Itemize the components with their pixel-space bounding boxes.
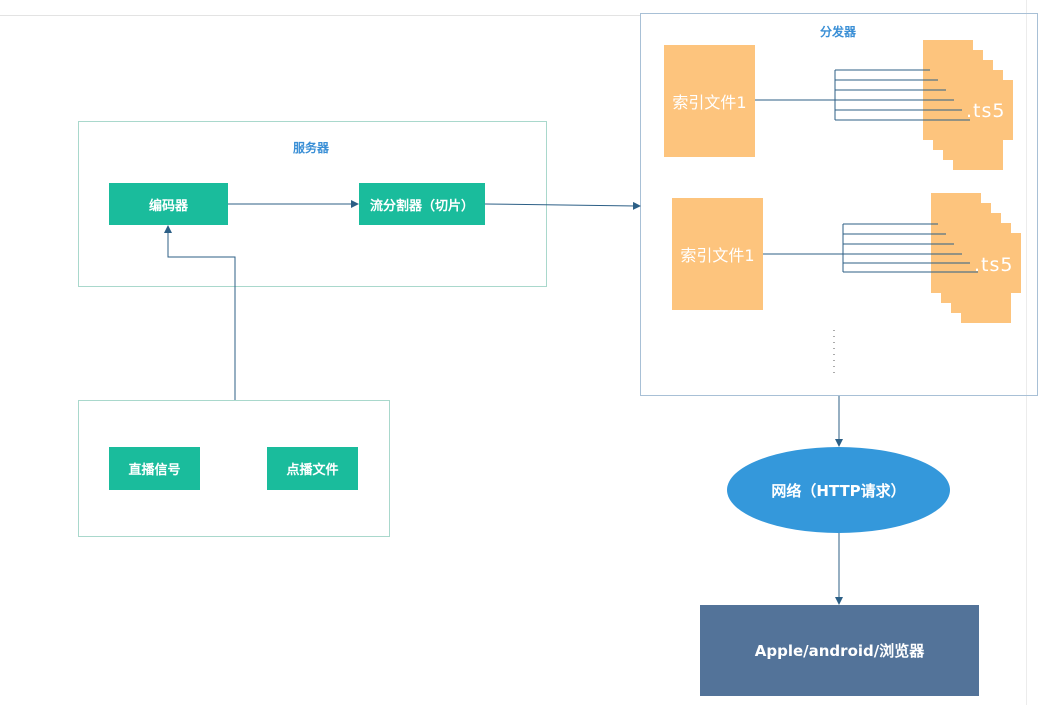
- server-frame: [78, 121, 547, 287]
- index1-segment-links: [755, 69, 970, 121]
- distributor-title: 分发器: [820, 25, 857, 39]
- sources-frame: [78, 400, 390, 537]
- ts-label-1: .ts5: [966, 100, 1006, 122]
- index-file-box-2[interactable]: 索引文件1: [672, 198, 763, 310]
- ts-segment-card: [963, 80, 1013, 140]
- segmenter-to-distributor-arrow: [484, 201, 641, 210]
- server-title: 服务器: [293, 141, 330, 155]
- network-http-ellipse[interactable]: 网络（HTTP请求）: [727, 447, 950, 533]
- live-signal-box[interactable]: 直播信号: [109, 447, 200, 490]
- sources-to-encoder-arrow: [164, 225, 236, 400]
- index2-segment-links: [763, 223, 978, 273]
- index-file-box-1[interactable]: 索引文件1: [664, 45, 755, 157]
- right-divider: [1026, 0, 1027, 705]
- encoder-box[interactable]: 编码器: [109, 183, 228, 225]
- clients-box[interactable]: Apple/android/浏览器: [700, 605, 979, 696]
- vod-file-box[interactable]: 点播文件: [267, 447, 358, 490]
- ts-label-2: .ts5: [974, 254, 1014, 276]
- top-divider: [0, 15, 640, 16]
- ts-segment-card: [971, 233, 1021, 293]
- segmenter-box[interactable]: 流分割器（切片）: [359, 183, 485, 225]
